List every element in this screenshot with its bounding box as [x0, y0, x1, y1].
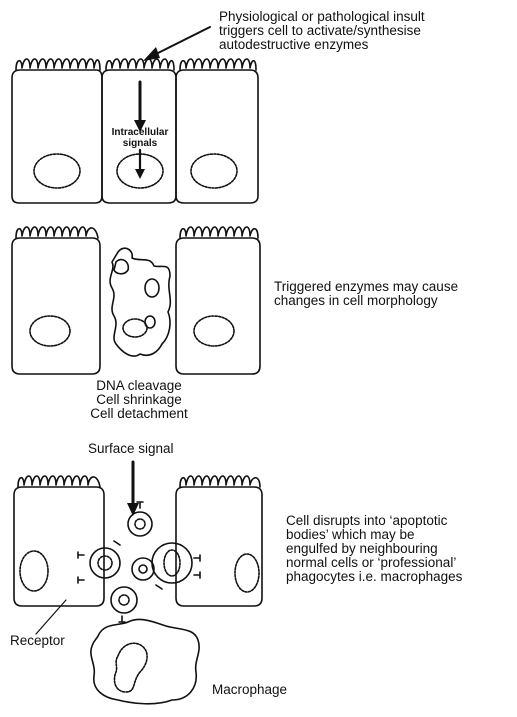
panel2-nucleus-left	[30, 316, 70, 346]
panel3-cells	[14, 462, 262, 704]
panel1-nucleus-right	[191, 154, 237, 188]
panel2-cell-right	[176, 238, 260, 374]
macrophage	[91, 619, 199, 703]
event-dna-cleavage: DNA cleavage	[74, 379, 204, 393]
panel2-microvilli	[16, 227, 258, 238]
shrunken-cell-vesicle	[145, 279, 159, 297]
panel1-nucleus-left	[34, 154, 80, 188]
panel2-cells	[12, 227, 260, 374]
macrophage-nucleus	[114, 643, 147, 692]
panel1-caption-line: Physiological or pathological insult	[219, 10, 425, 24]
macrophage-label: Macrophage	[212, 683, 287, 697]
receptor-label: Receptor	[10, 634, 65, 648]
panel3-caption-line: bodies’ which may be	[286, 528, 462, 542]
receptor-markers	[78, 502, 200, 622]
panel1-caption-line: autodestructive enzymes	[219, 38, 425, 52]
panel3-nucleus-right	[235, 554, 259, 592]
surface-signal-arrowhead	[127, 503, 139, 516]
shrunken-cell-fragment	[114, 260, 128, 274]
panel1-cell-left	[12, 70, 102, 203]
shrunken-cell	[110, 248, 170, 356]
panel3-microvilli	[18, 476, 260, 487]
panel3-caption-line: Cell disrupts into ‘apoptotic	[286, 514, 462, 528]
event-cell-shrinkage: Cell shrinkage	[74, 393, 204, 407]
condensed-nucleus	[123, 319, 147, 337]
apoptotic-body	[132, 558, 154, 580]
panel3-caption: Cell disrupts into ‘apoptotic bodies’ wh…	[286, 514, 462, 584]
intracellular-signals-line: Intracellular	[105, 127, 175, 138]
apoptotic-body	[90, 548, 120, 578]
signal-arrowhead-lower	[135, 169, 145, 179]
apoptotic-body	[111, 587, 137, 613]
panel3-caption-line: normal cells or ‘professional’	[286, 556, 462, 570]
panel1-caption: Physiological or pathological insult tri…	[219, 10, 425, 52]
panel2-caption-line: Triggered enzymes may cause	[274, 280, 458, 294]
panel2-nucleus-right	[194, 316, 234, 346]
receptor-pointer	[36, 600, 66, 634]
intracellular-signals-label: Intracellular signals	[105, 127, 175, 149]
panel2-events: DNA cleavage Cell shrinkage Cell detachm…	[74, 379, 204, 421]
panel3-caption-line: engulfed by neighbouring	[286, 542, 462, 556]
panel1-arrows	[140, 27, 210, 172]
panel3-caption-line: phagocytes i.e. macrophages	[286, 570, 462, 584]
panel2-caption-line: changes in cell morphology	[274, 294, 458, 308]
apoptotic-body	[128, 512, 152, 536]
panel2-caption: Triggered enzymes may cause changes in c…	[274, 280, 458, 308]
event-cell-detachment: Cell detachment	[74, 407, 204, 421]
panel1-cell-right	[176, 70, 258, 203]
panel1-microvilli	[16, 59, 256, 70]
intracellular-signals-line: signals	[105, 138, 175, 149]
panel1-caption-line: triggers cell to activate/synthesise	[219, 24, 425, 38]
panel3-nucleus-left	[20, 551, 48, 591]
surface-signal-label: Surface signal	[88, 442, 174, 456]
panel3-cell-right	[176, 487, 262, 606]
panel2-cell-left	[12, 238, 100, 374]
apoptotic-body-engulfed	[152, 543, 192, 583]
